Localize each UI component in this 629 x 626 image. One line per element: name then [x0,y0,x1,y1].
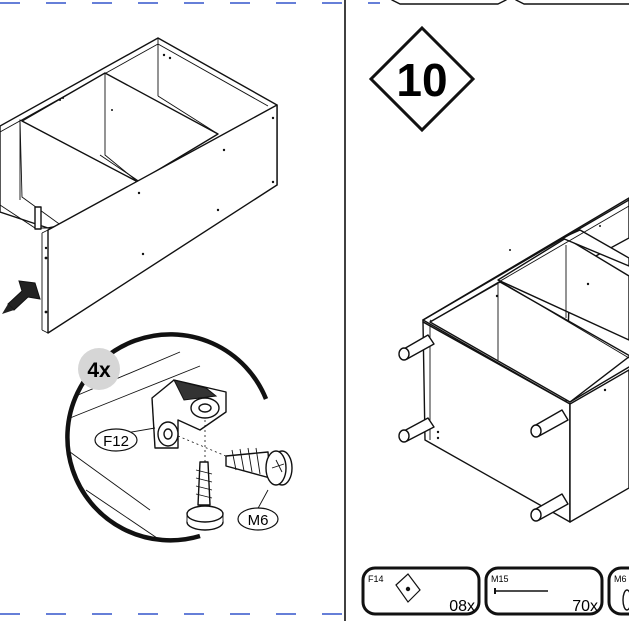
screw-vertical-drawing [186,461,224,531]
cabinet-left-drawing [0,37,278,334]
top-tab-outline [391,0,507,5]
screw-label-tag: M6 [237,507,279,531]
bracket-f12-drawing [151,379,227,449]
detail-callout [65,332,293,543]
quantity-badge: 4x [78,348,120,390]
parts-card-m15: M15 70x [484,566,604,616]
quantity-label: 4x [87,359,111,382]
part-qty: 70x [572,598,598,615]
part-code: M6 [614,574,627,584]
leg-back-bottom [398,417,435,443]
cabinet-right-drawing [422,197,629,523]
plate-washer-icon [395,573,421,603]
parts-card-m6: M6 [607,566,629,616]
screw-label: M6 [248,512,269,529]
nail-icon [494,588,548,594]
direction-arrow-icon [2,280,41,314]
leg-back-top [398,334,435,361]
top-tab-outline [515,0,629,5]
step-number: 10 [396,54,447,106]
parts-card-f14: F14 08x [361,566,481,616]
part-code: F14 [368,574,384,584]
part-code: M15 [491,574,509,584]
leg-front-top [530,409,569,438]
bracket-label: F12 [103,433,129,450]
screw-horizontal-drawing [225,447,293,486]
leg-front-bottom [530,493,569,522]
step-number-badge: 10 [368,25,476,133]
screw-icon [622,589,629,611]
bracket-label-tag: F12 [94,428,138,452]
part-qty: 08x [449,598,475,615]
